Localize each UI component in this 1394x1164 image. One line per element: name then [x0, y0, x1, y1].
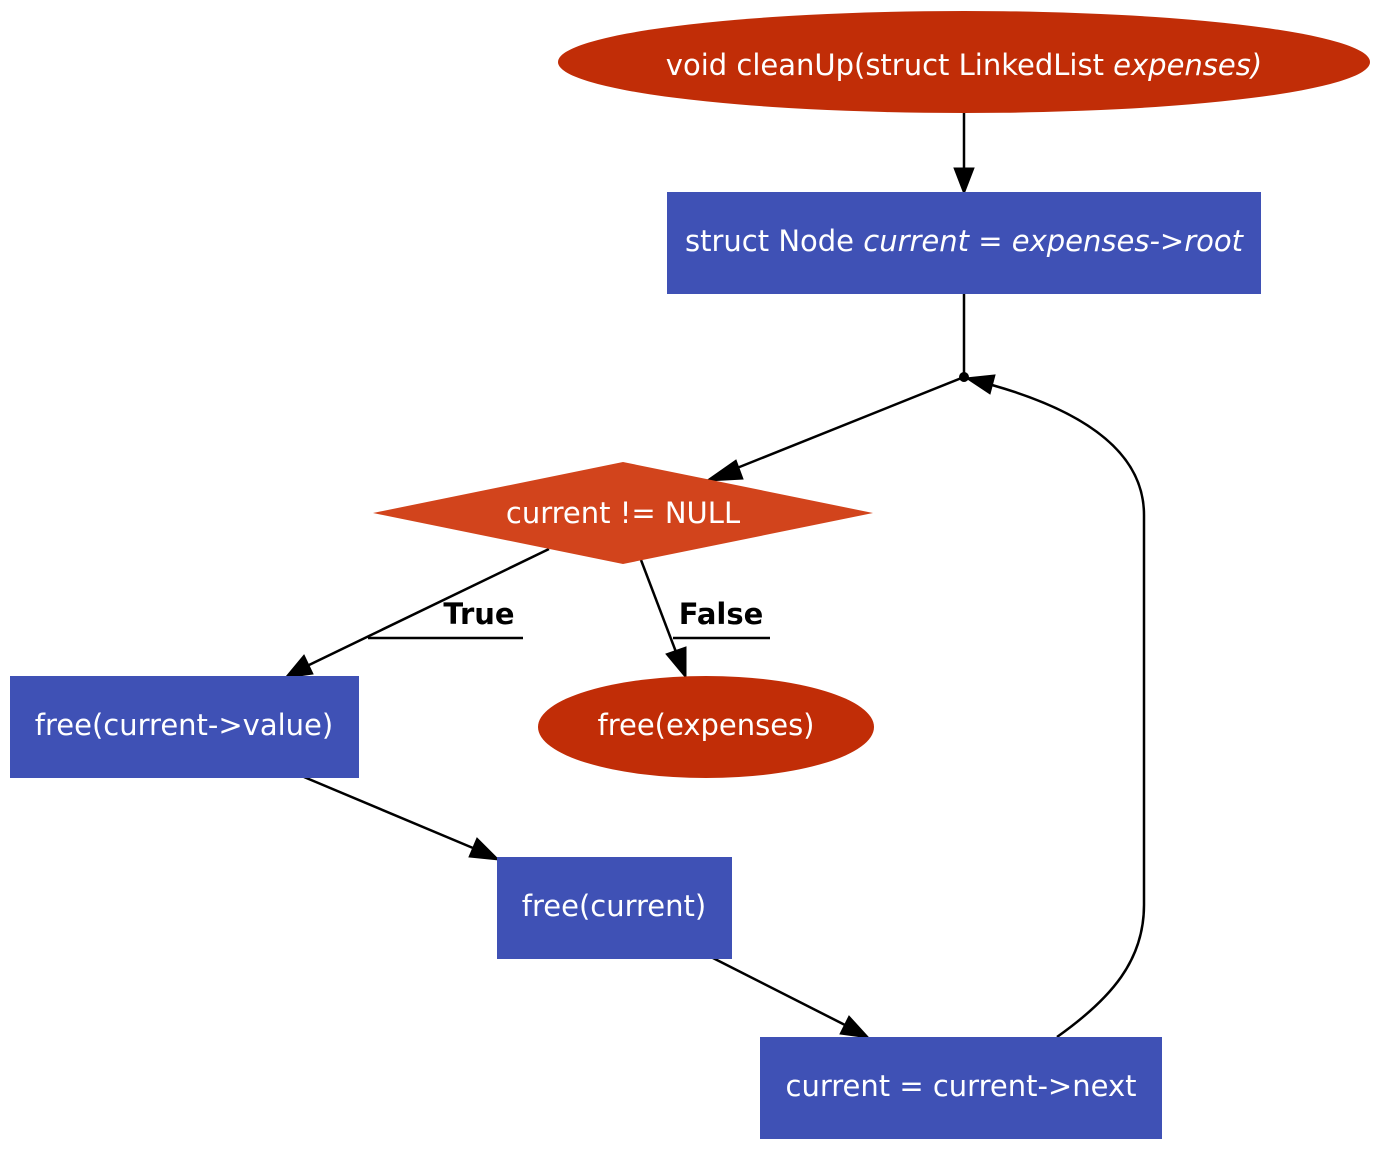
node-free-node: free(current): [497, 857, 732, 959]
node-init: struct Node current = expenses->root: [667, 192, 1261, 294]
arrowhead-loop: [964, 374, 996, 395]
arrowhead-condition: [704, 459, 744, 482]
edge-false: [639, 559, 678, 653]
init-box: [667, 192, 1261, 294]
start-label-plain: void cleanUp(struct LinkedList: [666, 48, 1113, 82]
node-condition: current != NULL: [373, 462, 873, 564]
arrowhead-free-node: [468, 837, 501, 861]
init-label-italic: current = expenses->root: [863, 224, 1244, 258]
init-label-plain: struct Node: [685, 224, 863, 258]
true-label: True: [443, 597, 514, 631]
node-advance: current = current->next: [760, 1037, 1162, 1139]
arrowhead-free-list: [665, 646, 687, 680]
edge-junction-to-condition: [731, 375, 965, 472]
edge-free-value-to-free-node: [303, 775, 474, 850]
arrowhead-init: [953, 167, 975, 196]
free-list-ellipse: [538, 676, 874, 778]
free-list-label: free(expenses): [598, 708, 815, 742]
condition-label: current != NULL: [506, 496, 740, 530]
node-free-value: free(current->value): [10, 676, 359, 778]
start-ellipse: [558, 11, 1370, 113]
free-value-label: free(current->value): [35, 708, 333, 742]
edges: [283, 112, 1146, 1039]
init-label: struct Node current = expenses->root: [685, 224, 1245, 258]
advance-label: current = current->next: [786, 1069, 1137, 1103]
edge-true: [308, 547, 550, 667]
node-start: void cleanUp(struct LinkedList expenses): [558, 11, 1370, 113]
node-free-list: free(expenses): [538, 676, 874, 778]
advance-box: [760, 1037, 1162, 1139]
edge-loop-back: [991, 383, 1146, 1039]
arrowhead-advance: [839, 1015, 871, 1039]
arrowhead-free-value: [283, 654, 314, 679]
free-value-box: [10, 676, 359, 778]
start-label-italic: expenses): [1113, 48, 1262, 82]
free-node-box: [497, 857, 732, 959]
false-label: False: [679, 597, 764, 631]
free-node-label: free(current): [522, 889, 706, 923]
edge-free-node-to-advance: [710, 955, 846, 1027]
condition-diamond: [373, 462, 873, 564]
start-label: void cleanUp(struct LinkedList expenses): [666, 48, 1262, 82]
